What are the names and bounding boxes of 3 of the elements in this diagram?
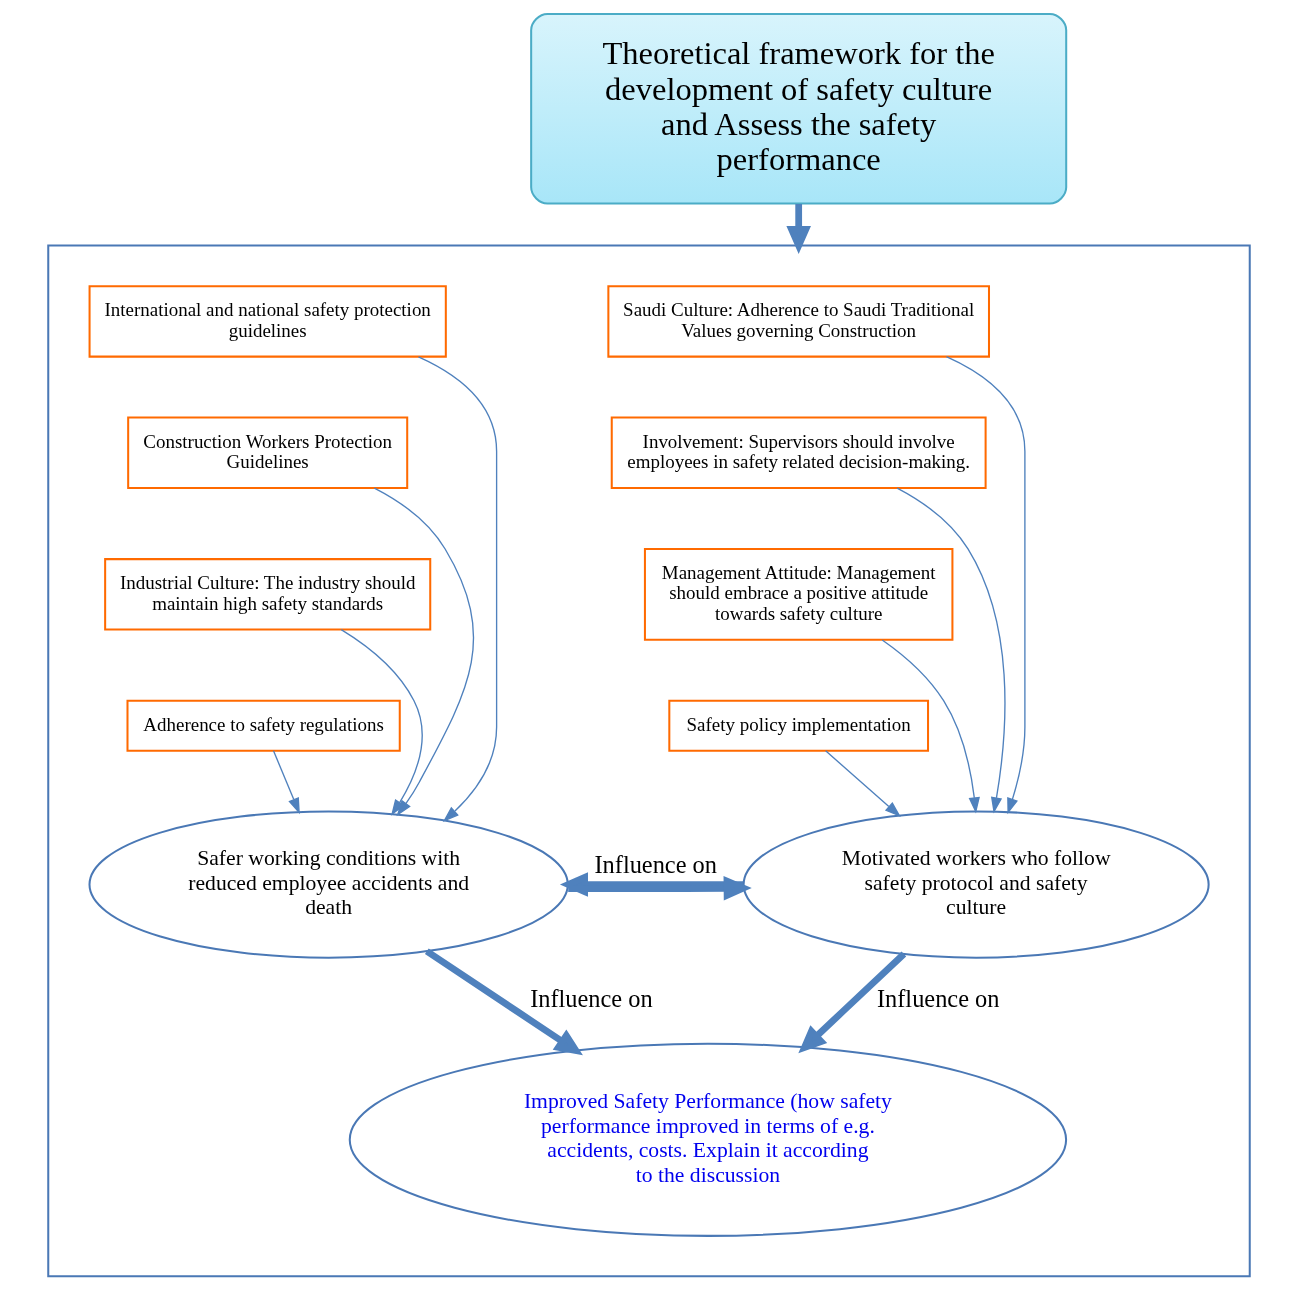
edge-label: Influence on (876, 984, 1000, 1012)
edge-label: Influence on (594, 850, 717, 878)
edge-label: Influence on (530, 984, 653, 1012)
